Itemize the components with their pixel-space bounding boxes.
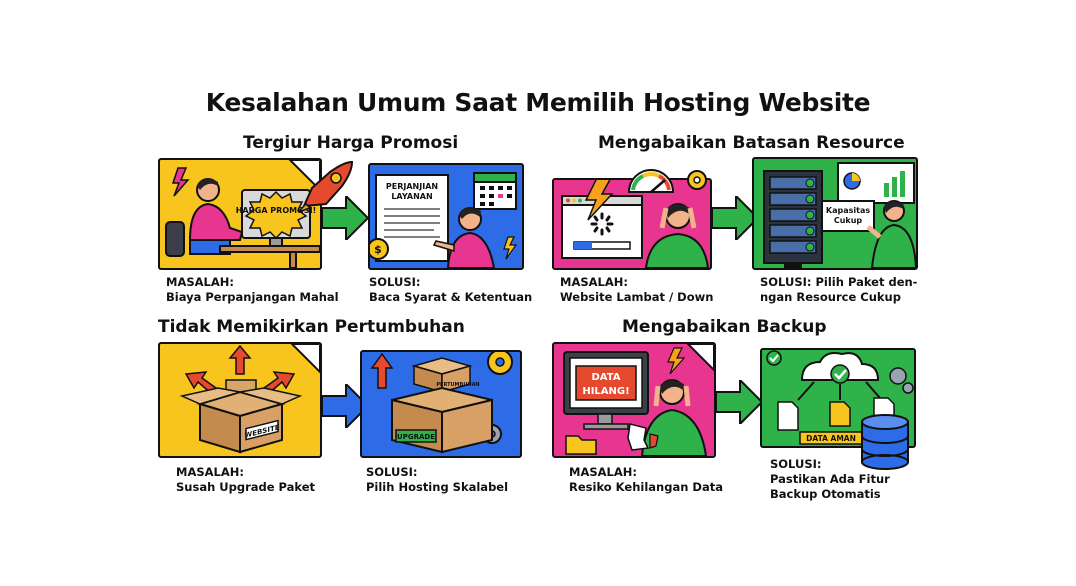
box-label-growth: PERTUMBUHAN <box>436 382 479 388</box>
section-heading-growth: Tidak Memikirkan Pertumbuhan <box>158 317 465 337</box>
arrow-promo <box>322 196 368 240</box>
section-heading-resource: Mengabaikan Batasan Resource <box>598 133 905 153</box>
screen-error-l1: DATA <box>591 372 620 383</box>
data-safe-tag: DATA AMAN <box>806 434 856 443</box>
promo-sign-text: HARGA PROMOSI! <box>236 206 317 215</box>
section-heading-promo: Tergiur Harga Promosi <box>243 133 459 153</box>
panel-backup-problem: DATA HILANG! <box>552 342 716 458</box>
document-title-l2: LAYANAN <box>391 192 432 201</box>
arrow-resource <box>712 196 758 240</box>
arrow-growth <box>322 384 368 428</box>
panel-promo-problem: HARGA PROMOSI! <box>158 158 322 270</box>
caption-resource-solution: SOLUSI: Pilih Paket den- ngan Resource C… <box>760 275 918 304</box>
box-label-upgrade: UPGRADE <box>397 433 435 441</box>
caption-promo-solution: SOLUSI: Baca Syarat & Ketentuan <box>369 275 533 304</box>
caption-growth-solution: SOLUSI: Pilih Hosting Skalabel <box>366 465 509 494</box>
page-title: Kesalahan Umum Saat Memilih Hosting Webs… <box>205 88 871 117</box>
panel-growth-problem: WEBSITE <box>158 342 322 458</box>
caption-promo-problem: MASALAH: Biaya Perpanjangan Mahal <box>166 275 339 304</box>
rocket-icon <box>297 160 354 213</box>
section-heading-backup: Mengabaikan Backup <box>622 317 827 337</box>
capacity-board-l2: Cukup <box>834 216 863 225</box>
panel-promo-solution: PERJANJIAN LAYANAN $ <box>368 163 524 270</box>
caption-resource-problem: MASALAH: Website Lambat / Down <box>560 275 714 304</box>
capacity-board-l1: Kapasitas <box>826 206 870 215</box>
caption-backup-solution: SOLUSI: Pastikan Ada Fitur Backup Otomat… <box>770 457 890 501</box>
document-title-l1: PERJANJIAN <box>386 182 438 191</box>
panel-growth-solution: PERTUMBUHAN UPGRADE <box>360 350 522 458</box>
screen-error-l2: HILANG! <box>582 386 629 397</box>
speed-gauge-icon <box>627 169 707 193</box>
database-icon <box>861 414 909 470</box>
svg-text:$: $ <box>374 243 382 256</box>
panel-resource-solution: Kapasitas Cukup <box>752 157 918 270</box>
arrow-backup <box>716 380 762 424</box>
caption-growth-problem: MASALAH: Susah Upgrade Paket <box>176 465 316 494</box>
caption-backup-problem: MASALAH: Resiko Kehilangan Data <box>569 465 723 494</box>
